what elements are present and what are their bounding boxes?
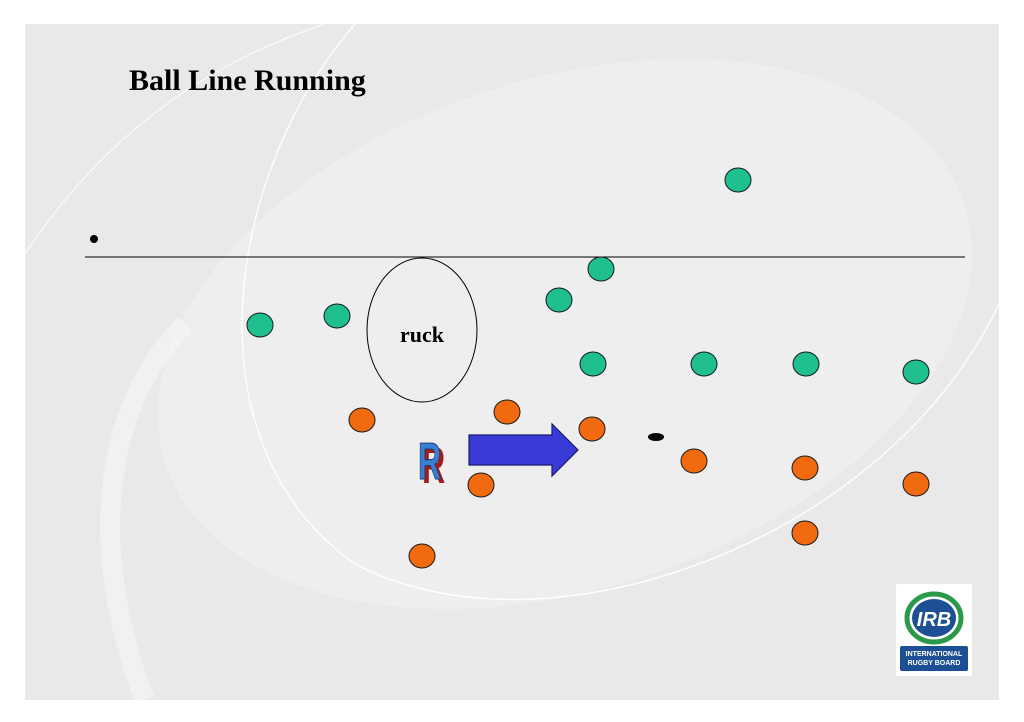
green-player (724, 167, 752, 193)
orange-player (578, 416, 606, 442)
green-player (545, 287, 573, 313)
green-player (579, 351, 607, 377)
irb-logo-mark: IRB (917, 609, 951, 631)
green-player (690, 351, 718, 377)
orange-player (791, 455, 819, 481)
orange-player (902, 471, 930, 497)
play-diagram: ruck (85, 167, 965, 569)
runner-letter-face: R (418, 433, 441, 491)
runner-letter: R R (418, 433, 446, 495)
background-swoosh (25, 24, 999, 700)
ball-marker (90, 235, 98, 243)
irb-logo-line2: RUGBY BOARD (907, 660, 961, 667)
green-player (792, 351, 820, 377)
orange-player (467, 472, 495, 498)
slide: Ball Line Running ruck (25, 24, 999, 700)
green-player (902, 359, 930, 385)
runner-letter-shadow: R (422, 437, 445, 495)
irb-logo: IRB INTERNATIONAL RUGBY BOARD (896, 584, 972, 676)
orange-player (348, 407, 376, 433)
orange-team (348, 399, 930, 569)
irb-logo-band: INTERNATIONAL RUGBY BOARD (900, 646, 968, 671)
ruck-ellipse (366, 257, 478, 403)
irb-logo-icon: IRB (904, 591, 964, 645)
orange-player (680, 448, 708, 474)
orange-player (493, 399, 521, 425)
rugby-ball-icon (648, 433, 664, 441)
irb-logo-line1: INTERNATIONAL (905, 651, 963, 658)
green-player (587, 256, 615, 282)
run-direction-arrow (468, 422, 579, 478)
green-player (246, 312, 274, 338)
green-player (323, 303, 351, 329)
green-team (246, 167, 930, 385)
slide-title: Ball Line Running (129, 64, 366, 97)
ruck-label: ruck (400, 322, 445, 347)
orange-player (408, 543, 436, 569)
orange-player (791, 520, 819, 546)
